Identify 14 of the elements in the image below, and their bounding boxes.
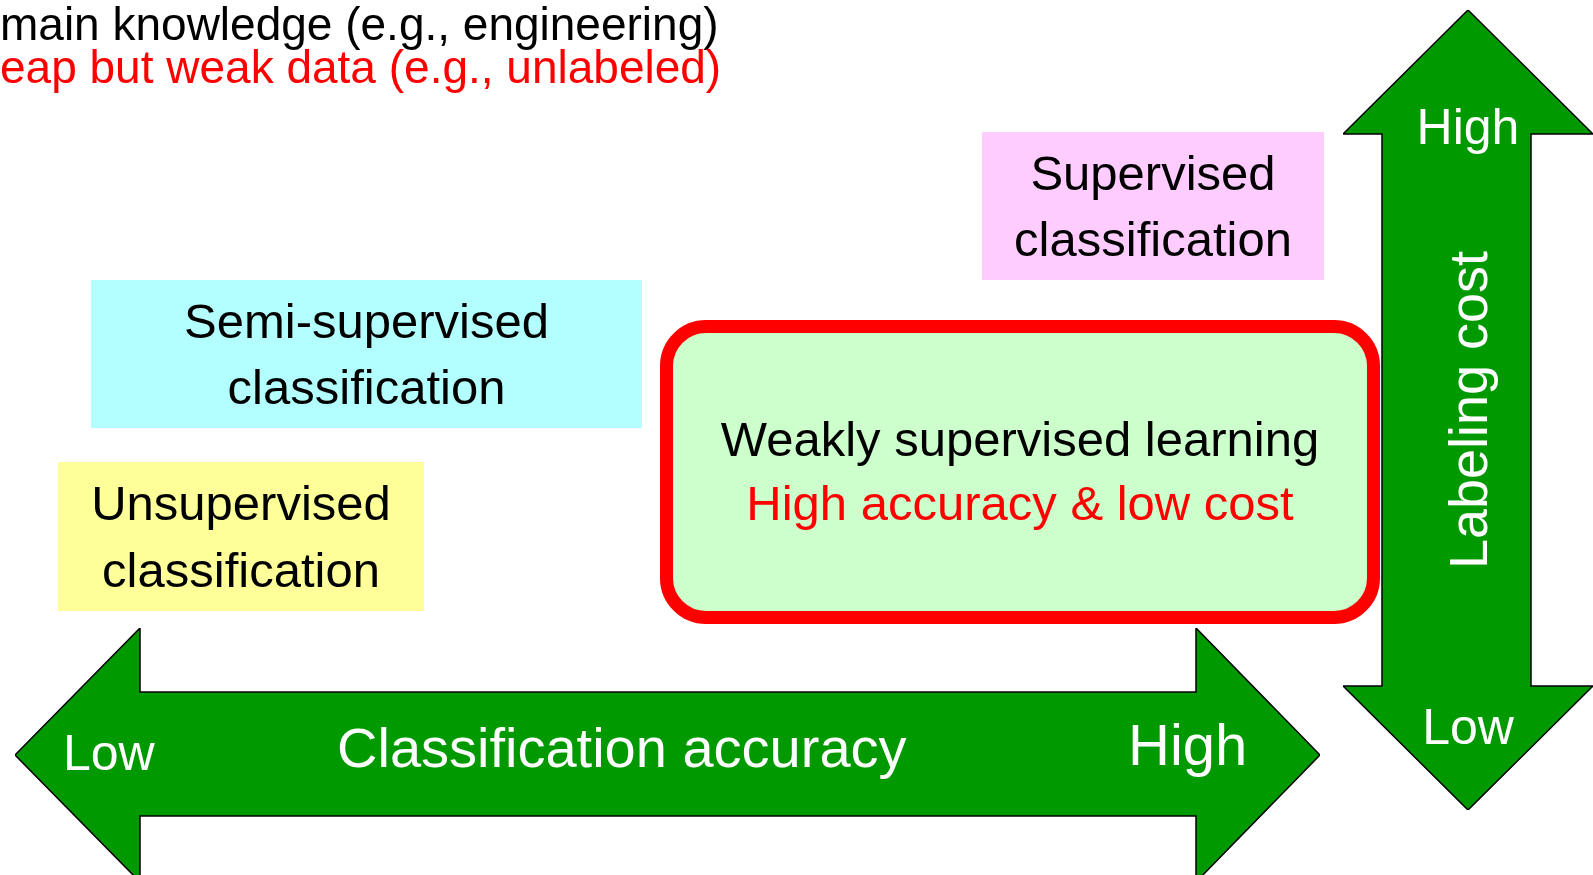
- category-label: Supervised classification: [1013, 144, 1293, 268]
- category-label: Weakly supervised learning: [720, 411, 1320, 469]
- category-label: Unsupervised classification: [90, 475, 392, 599]
- double-arrow: [1343, 10, 1593, 810]
- double-arrow: [15, 628, 1320, 875]
- highlight-box: [660, 320, 1380, 624]
- category-label: Semi-supervised classification: [183, 292, 550, 416]
- axis-end-label: High: [1416, 102, 1520, 152]
- highlight-text: High accuracy & low cost: [746, 475, 1294, 532]
- category-box: [91, 280, 642, 428]
- category-box: [58, 462, 424, 611]
- axis-end-label: Low: [63, 728, 155, 778]
- axis-end-label: Low: [1422, 702, 1514, 752]
- category-box: [982, 132, 1324, 280]
